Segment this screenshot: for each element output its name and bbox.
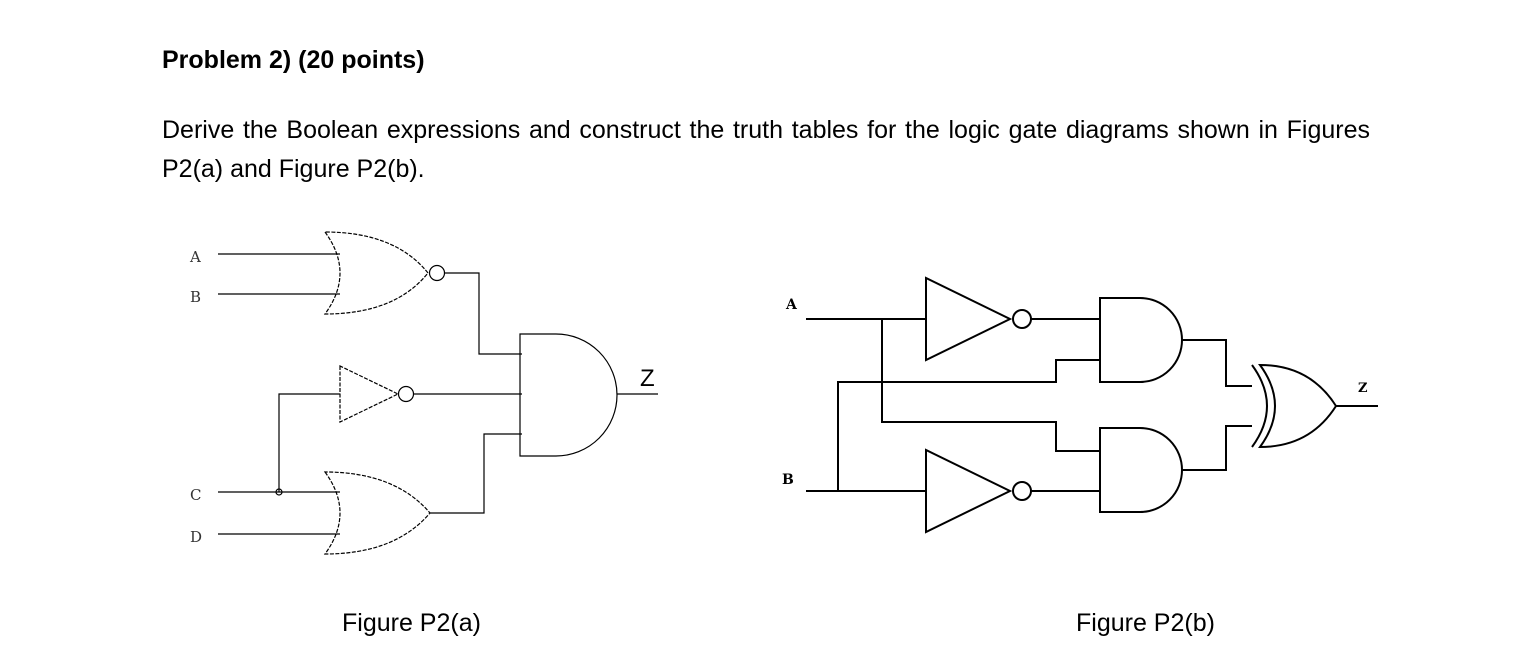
figure-b-wire-and-lower-out	[1182, 425, 1252, 471]
figure-a-or-gate	[323, 471, 431, 555]
figure-b-not-gate-a	[925, 276, 1013, 362]
figure-a-not-gate	[339, 365, 400, 423]
figure-b-or-gate	[1258, 363, 1338, 449]
figure-a-and-gate	[519, 333, 618, 457]
figure-a-wire-or-out	[430, 433, 522, 514]
figure-b-and-gate-upper	[1099, 297, 1183, 383]
figure-a-caption: Figure P2(a)	[342, 609, 481, 637]
figure-a-label-a: A	[189, 248, 201, 266]
problem-instruction: Derive the Boolean expressions and const…	[162, 116, 1370, 183]
figure-a-wire-c-branch	[278, 393, 340, 492]
figure-b-output-label: Z	[1358, 381, 1368, 396]
figure-a-nor-bubble	[428, 264, 446, 282]
figure-b-and-gate-lower	[1099, 427, 1183, 513]
figure-b-label-a: A	[785, 297, 798, 313]
figure-b-label-b: B	[782, 472, 794, 488]
figure-a-wire-nor-out	[445, 272, 522, 355]
figure-a-output-label: Z	[640, 365, 655, 392]
figure-b-diagram: A B Z	[782, 276, 1378, 534]
figure-b-wire-a-branch	[881, 319, 1100, 452]
figure-a-not-bubble	[397, 385, 415, 403]
figure-b-not-gate-b	[925, 448, 1013, 534]
figure-a-label-b: B	[190, 288, 201, 306]
figure-a-diagram: A B C D Z	[189, 231, 658, 555]
figure-a-label-d: D	[190, 528, 202, 546]
figure-a-nor-gate	[323, 231, 429, 315]
figure-a-label-c: C	[190, 486, 201, 504]
figure-b-or-gate-curve	[1251, 364, 1268, 448]
figure-b-wire-and-upper-out	[1182, 339, 1252, 387]
figure-b-wire-b-branch	[837, 359, 1100, 491]
figure-b-caption: Figure P2(b)	[1076, 609, 1215, 637]
figure-b-not-bubble-b	[1012, 481, 1032, 501]
figure-b-not-bubble-a	[1012, 309, 1032, 329]
problem-title: Problem 2) (20 points)	[162, 46, 425, 74]
